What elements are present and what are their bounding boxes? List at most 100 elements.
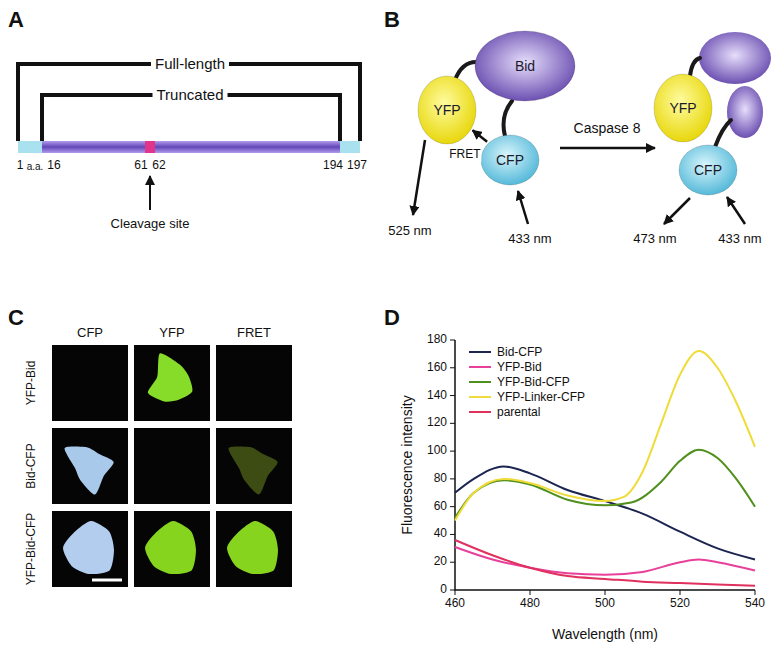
legend-sample [468, 347, 492, 357]
legend-line [469, 381, 491, 383]
figure-label: 194 [323, 159, 343, 173]
figure-label: 500 [595, 597, 615, 611]
spectrum-curve [455, 450, 755, 518]
cell-image [229, 447, 278, 495]
tick-mark [450, 367, 455, 368]
tick-mark [680, 590, 681, 595]
protein-name: CFP [496, 152, 524, 168]
protein-name: YFP [433, 102, 460, 118]
rotated-label: Fluorescence intensity [399, 395, 415, 534]
panel-letter: B [384, 7, 400, 32]
rotated-label: YFP-Bid-CFP [25, 513, 39, 586]
micrograph-panel [134, 345, 210, 421]
figure-label: 62 [152, 159, 165, 173]
figure-label: 433 nm [508, 232, 551, 247]
tick-mark [450, 423, 455, 424]
legend-entry: Bid-CFP [468, 344, 542, 359]
micrograph-panel [52, 428, 128, 504]
cleavage-step-arrow [560, 147, 655, 150]
protein-shape: CFP [679, 145, 737, 195]
spectrum-curve [455, 351, 755, 520]
protein-name: CFP [694, 162, 722, 178]
figure-label: 433 nm [718, 232, 761, 247]
excitation-arrow [727, 197, 745, 224]
protein-ellipse [475, 31, 575, 101]
figure-label: 60 [434, 500, 447, 514]
figure-label: Truncated [153, 86, 228, 103]
figure-label: 520 [670, 597, 690, 611]
figure-label: 100 [427, 444, 447, 458]
micrograph-panel [134, 428, 210, 504]
tick-mark [605, 590, 606, 595]
cleavage-arrow [149, 176, 151, 210]
linker [455, 62, 476, 80]
tick-mark [450, 534, 455, 535]
micrograph-panel [134, 511, 210, 587]
micrograph-panel [52, 511, 128, 587]
bid-fragment [727, 86, 763, 138]
spectrum-chart [450, 340, 755, 595]
scale-bar [92, 579, 122, 582]
figure-label: 120 [427, 416, 447, 430]
figure-label: Caspase 8 [574, 120, 641, 136]
protein-name: Bid [515, 58, 535, 74]
legend-text: YFP-Bid [497, 360, 542, 374]
protein-name: YFP [669, 100, 696, 116]
figure-label: 460 [445, 597, 465, 611]
cell-image [148, 353, 193, 401]
cell-image [63, 521, 114, 574]
fret-scheme [413, 32, 771, 224]
legend-line [469, 351, 491, 353]
protein-ellipse [654, 74, 712, 142]
figure-label: 160 [427, 361, 447, 375]
figure-label: 480 [520, 597, 540, 611]
figure-label: Full-length [151, 55, 229, 72]
emission-arrow [413, 140, 425, 215]
cell-image [65, 447, 114, 495]
protein-ellipse [679, 145, 737, 195]
protein-ellipse [481, 135, 539, 185]
protein-shape: YFP [418, 76, 476, 144]
figure-label: a.a. [27, 161, 44, 173]
tick-mark [530, 590, 531, 595]
micrograph-panel [52, 345, 128, 421]
excitation-arrow [518, 191, 528, 224]
figure-label: 197 [347, 159, 367, 173]
tick-mark [450, 478, 455, 479]
figure-label: 180 [427, 333, 447, 347]
tick-mark [450, 451, 455, 452]
legend-sample [468, 362, 492, 372]
legend-line [469, 396, 491, 398]
figure-label: CFP [77, 326, 103, 341]
protein-shape: YFP [654, 74, 712, 142]
spectrum-curve [455, 540, 755, 586]
legend-entry: YFP-Linker-CFP [468, 389, 585, 404]
figure-label: 40 [434, 528, 447, 542]
figure-label: 16 [47, 159, 60, 173]
legend-text: Bid-CFP [497, 345, 542, 359]
figure-label: 20 [434, 555, 447, 569]
panel-letter: D [384, 305, 400, 330]
cell-image [145, 521, 196, 574]
legend-entry: parental [468, 404, 540, 419]
micrograph-panel [216, 511, 292, 587]
legend-text: YFP-Linker-CFP [497, 390, 585, 404]
figure-label: 473 nm [633, 232, 676, 247]
micrograph-grid [52, 345, 292, 587]
legend-sample [468, 392, 492, 402]
tick-mark [450, 506, 455, 507]
terminal-segment [18, 141, 42, 153]
axis-line [455, 340, 755, 590]
figure-label: 140 [427, 389, 447, 403]
legend-line [469, 366, 491, 368]
terminal-segment [340, 141, 360, 153]
protein-shape: CFP [481, 135, 539, 185]
linker [715, 120, 731, 147]
tick-mark [450, 395, 455, 396]
tick-mark [455, 590, 456, 595]
legend-sample [468, 407, 492, 417]
linker [690, 58, 700, 76]
panel-letter: A [8, 7, 24, 32]
rotated-label: Bid-CFP [25, 443, 39, 488]
